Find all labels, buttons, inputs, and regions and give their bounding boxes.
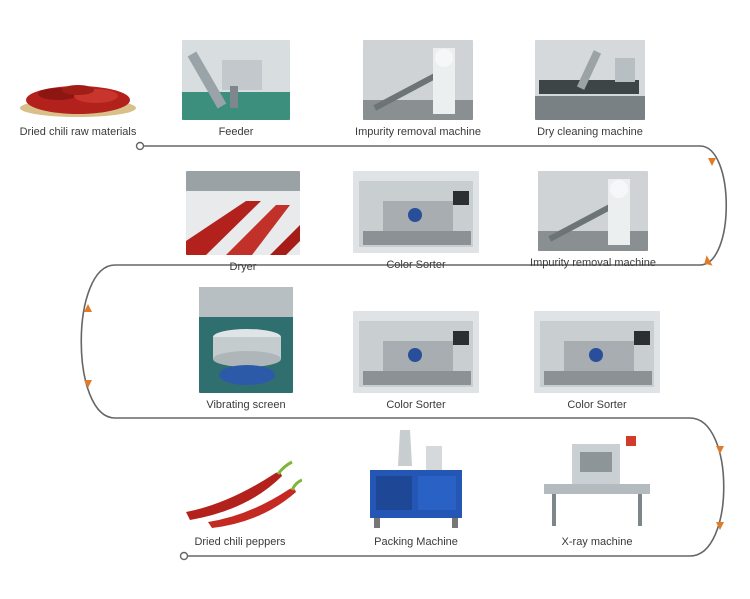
vibrating-screen-image [199, 287, 293, 393]
triangle-arrow-icon [704, 255, 713, 266]
step-color-sorter-3: Color Sorter [512, 311, 682, 411]
xray-machine-image [542, 430, 652, 530]
step-label: Dryer [229, 261, 257, 273]
step-packing-machine: Packing Machine [331, 426, 501, 548]
step-impurity-removal-1: Impurity removal machine [333, 40, 503, 138]
step-dryer: Dryer [158, 171, 328, 273]
chili-pepper-image [178, 452, 302, 530]
flow-path [80, 145, 728, 557]
triangle-arrow-icon [716, 522, 724, 530]
step-label: Dry cleaning machine [537, 126, 643, 138]
color-sorter-image [534, 311, 660, 393]
color-sorter-image [353, 311, 479, 393]
step-label: Color Sorter [567, 399, 627, 411]
step-label: Impurity removal machine [530, 257, 656, 269]
step-dry-cleaning: Dry cleaning machine [505, 40, 675, 138]
circle-end-icon [179, 551, 189, 561]
feeder-image [182, 40, 290, 120]
step-label: Dried chili raw materials [19, 126, 137, 138]
triangle-arrow-icon [84, 380, 92, 388]
triangle-arrow-icon [708, 158, 716, 166]
dry-cleaning-image [535, 40, 645, 120]
circle-start-icon [135, 141, 145, 151]
step-vibrating-screen: Vibrating screen [161, 287, 331, 411]
packing-machine-image [366, 426, 466, 530]
impurity-removal-image [363, 40, 473, 120]
triangle-arrow-icon [716, 446, 724, 454]
dryer-image [186, 171, 300, 255]
step-label: Color Sorter [386, 399, 446, 411]
step-feeder: Feeder [151, 40, 321, 138]
step-label: Color Sorter [386, 259, 446, 271]
step-label: X-ray machine [561, 536, 633, 548]
impurity-removal-image [538, 171, 648, 251]
step-label: Impurity removal machine [355, 126, 481, 138]
step-raw-materials: Dried chili raw materials [0, 72, 163, 138]
step-label: Dried chili peppers [194, 536, 286, 548]
step-color-sorter-2: Color Sorter [331, 311, 501, 411]
step-dried-chili-peppers: Dried chili peppers [155, 452, 325, 548]
step-impurity-removal-2: Impurity removal machine [508, 171, 678, 269]
step-label: Packing Machine [374, 536, 458, 548]
triangle-arrow-icon [84, 304, 92, 312]
chili-pile-image [18, 72, 138, 120]
step-xray-machine: X-ray machine [512, 430, 682, 548]
step-label: Vibrating screen [206, 399, 286, 411]
step-color-sorter-1: Color Sorter [331, 171, 501, 271]
color-sorter-image [353, 171, 479, 253]
step-label: Feeder [218, 126, 254, 138]
